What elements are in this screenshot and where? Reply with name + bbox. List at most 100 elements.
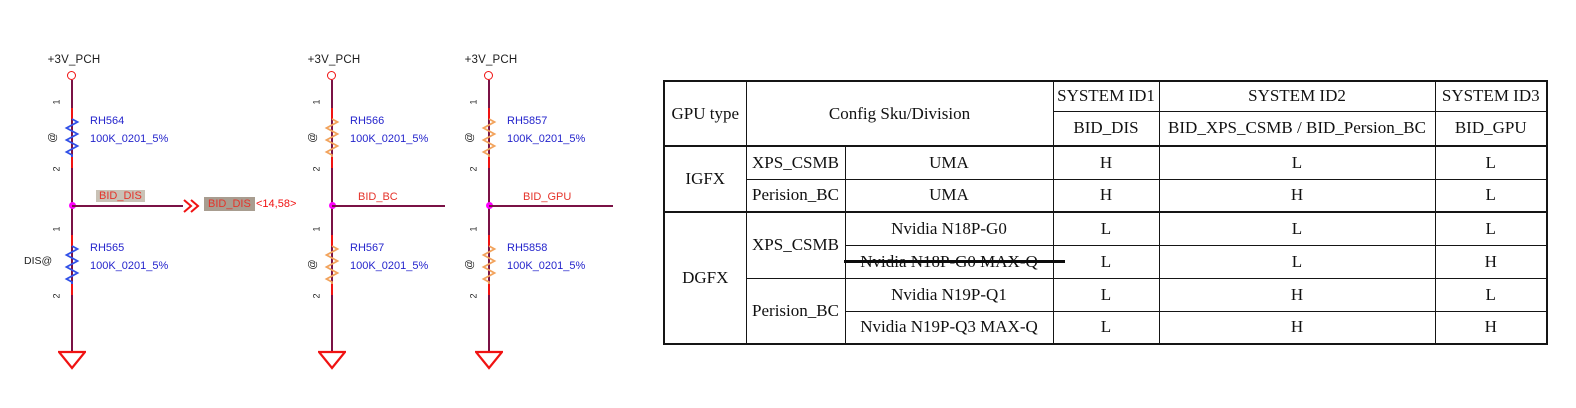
resistor-refdes: RH566 xyxy=(350,115,385,127)
strikethrough-line xyxy=(843,259,1065,263)
resistor-icon xyxy=(481,235,497,295)
wire-horizontal xyxy=(489,205,613,207)
cell-system-id2: H xyxy=(1158,310,1436,345)
resistor-divider-bid-dis: +3V_PCH 1 @ 2 RH564 100K_0201_5% BID_DIS… xyxy=(0,52,260,382)
cell-system-id1: L xyxy=(1052,244,1160,279)
offpage-net-label: BID_DIS xyxy=(204,197,255,211)
cell-system-id3: L xyxy=(1434,211,1548,246)
cell-division: UMA xyxy=(844,145,1054,180)
net-label-bid-dis: BID_DIS xyxy=(96,190,145,202)
wire-vertical xyxy=(71,80,73,352)
cell-system-id3: L xyxy=(1434,145,1548,180)
cell-system-id2: L xyxy=(1158,211,1436,246)
pin-at-label: @ xyxy=(307,259,319,270)
coordinate-reference-label: <14,58> xyxy=(256,198,297,210)
cell-system-id3: L xyxy=(1434,277,1548,312)
resistor-value: 100K_0201_5% xyxy=(507,133,586,145)
resistor-icon xyxy=(64,108,80,168)
power-net-label: +3V_PCH xyxy=(47,54,101,66)
power-terminal-icon xyxy=(67,71,76,80)
pin-at-label: @ xyxy=(47,132,59,143)
power-terminal-icon xyxy=(484,71,493,80)
pin-number: 1 xyxy=(51,99,62,105)
table-row: Nvidia N18P-G0 MAX-Q L L H xyxy=(664,244,1548,279)
resistor-refdes: RH5857 xyxy=(507,115,548,127)
wire-horizontal xyxy=(72,205,183,207)
cell-system-id2: H xyxy=(1158,178,1436,213)
pin-number: 2 xyxy=(468,166,479,172)
header-system-id1: SYSTEM ID1 xyxy=(1052,80,1160,112)
resistor-refdes: RH565 xyxy=(90,242,125,254)
pin-number: 1 xyxy=(311,99,322,105)
header-gpu-type: GPU type xyxy=(663,80,747,147)
pin-at-label: DIS@ xyxy=(24,255,53,267)
power-terminal-icon xyxy=(327,71,336,80)
cell-system-id1: L xyxy=(1052,211,1160,246)
cell-division: Nvidia N18P-G0 xyxy=(844,211,1054,246)
resistor-divider-bid-bc: +3V_PCH 1 @ 2 RH566 100K_0201_5% <14,58>… xyxy=(256,52,520,382)
cell-config-sku: Perision_BC xyxy=(745,178,846,213)
ground-symbol-icon xyxy=(58,350,86,370)
cell-config-sku: XPS_CSMB xyxy=(745,211,846,279)
cell-system-id1: H xyxy=(1052,178,1160,213)
table-row: Perision_BC Nvidia N19P-Q1 L H L xyxy=(664,277,1548,345)
header-bid-xps-csmb-persion-bc: BID_XPS_CSMB / BID_Persion_BC xyxy=(1158,110,1436,147)
resistor-icon xyxy=(64,235,80,295)
pin-number: 1 xyxy=(51,226,62,232)
gpu-bid-table: GPU type Config Sku/Division SYSTEM ID1 … xyxy=(663,80,1548,345)
cell-division: Nvidia N19P-Q1 xyxy=(844,277,1054,312)
cell-system-id3: H xyxy=(1434,244,1548,279)
cell-system-id3: L xyxy=(1434,178,1548,213)
cell-division-struck: Nvidia N18P-G0 MAX-Q xyxy=(843,244,1065,279)
net-label-bid-bc: BID_BC xyxy=(358,191,398,203)
cell-system-id2: H xyxy=(1158,277,1436,312)
wire-vertical xyxy=(488,80,490,352)
pin-number: 2 xyxy=(51,166,62,172)
pin-number: 2 xyxy=(311,166,322,172)
resistor-icon xyxy=(324,108,340,168)
ground-symbol-icon xyxy=(318,350,346,370)
header-config-sku-division: Config Sku/Division xyxy=(745,80,1054,147)
power-net-label: +3V_PCH xyxy=(464,54,518,66)
ground-symbol-icon xyxy=(475,350,503,370)
cell-config-sku: XPS_CSMB xyxy=(745,145,846,180)
cell-system-id1: H xyxy=(1052,145,1160,180)
cell-division: UMA xyxy=(844,178,1054,213)
pin-at-label: @ xyxy=(464,132,476,143)
offpage-connector-icon xyxy=(183,199,200,213)
resistor-value: 100K_0201_5% xyxy=(350,133,429,145)
cell-system-id2: L xyxy=(1158,145,1436,180)
resistor-refdes: RH564 xyxy=(90,115,125,127)
cell-system-id1: L xyxy=(1052,277,1160,312)
pin-number: 1 xyxy=(468,99,479,105)
pin-number: 1 xyxy=(468,226,479,232)
wire-horizontal xyxy=(332,205,445,207)
cell-division: Nvidia N19P-Q3 MAX-Q xyxy=(844,310,1054,345)
cell-system-id2: L xyxy=(1158,244,1436,279)
header-system-id3: SYSTEM ID3 xyxy=(1434,80,1548,112)
table-row: IGFX XPS_CSMB UMA H L L xyxy=(663,145,1548,213)
resistor-value: 100K_0201_5% xyxy=(90,133,169,145)
cell-system-id1: L xyxy=(1052,310,1160,345)
resistor-refdes: RH567 xyxy=(350,242,385,254)
resistor-refdes: RH5858 xyxy=(507,242,548,254)
pin-at-label: @ xyxy=(464,259,476,270)
cell-system-id3: H xyxy=(1434,310,1548,345)
cell-gpu-type: DGFX xyxy=(663,211,747,345)
resistor-value: 100K_0201_5% xyxy=(507,260,586,272)
table-row: DGFX XPS_CSMB Nvidia N18P-G0 L L L xyxy=(663,211,1548,345)
net-label-bid-gpu: BID_GPU xyxy=(523,191,572,203)
power-net-label: +3V_PCH xyxy=(307,54,361,66)
resistor-value: 100K_0201_5% xyxy=(90,260,169,272)
pin-number: 2 xyxy=(311,293,322,299)
pin-number: 1 xyxy=(311,226,322,232)
table-row: Perision_BC UMA H H L xyxy=(664,178,1548,213)
wire-vertical xyxy=(331,80,333,352)
header-system-id2: SYSTEM ID2 xyxy=(1158,80,1436,112)
cell-gpu-type: IGFX xyxy=(663,145,747,213)
header-bid-dis: BID_DIS xyxy=(1052,110,1160,147)
resistor-divider-bid-gpu: +3V_PCH 1 @ 2 RH5857 100K_0201_5% BID_GP… xyxy=(417,52,677,382)
resistor-value: 100K_0201_5% xyxy=(350,260,429,272)
pin-number: 2 xyxy=(468,293,479,299)
